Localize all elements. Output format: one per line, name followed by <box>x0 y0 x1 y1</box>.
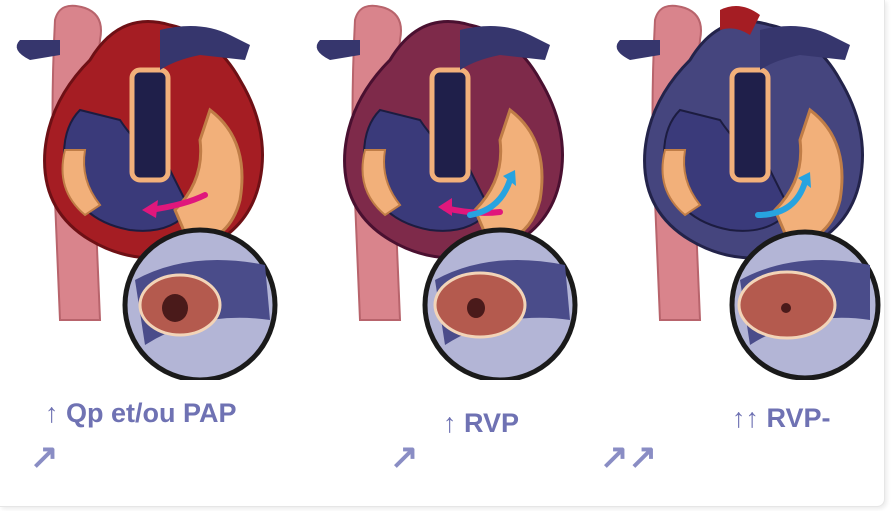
vessel-inset <box>425 230 575 380</box>
trend-arrow-1: ↗ <box>30 440 59 474</box>
heart-panel-2 <box>300 0 600 380</box>
figure-frame: ↑ Qp et/ou PAP ↗ ↑ RVP ↗ ↑↑ RVP- ↗↗ <box>0 0 885 507</box>
heart-illustration-3 <box>600 0 890 380</box>
heart-illustration-2 <box>300 0 600 380</box>
caption-1: ↑ Qp et/ou PAP <box>45 398 237 429</box>
heart-illustration-1 <box>0 0 300 380</box>
caption-3: ↑↑ RVP- <box>732 403 831 434</box>
vessel-inset <box>732 232 878 378</box>
vessel-inset <box>125 230 275 380</box>
heart-panel-3 <box>600 0 896 380</box>
trend-arrow-2: ↗ <box>390 440 419 474</box>
caption-2: ↑ RVP <box>443 408 519 439</box>
heart-panel-1 <box>0 0 300 380</box>
trend-arrow-3: ↗↗ <box>600 440 657 474</box>
